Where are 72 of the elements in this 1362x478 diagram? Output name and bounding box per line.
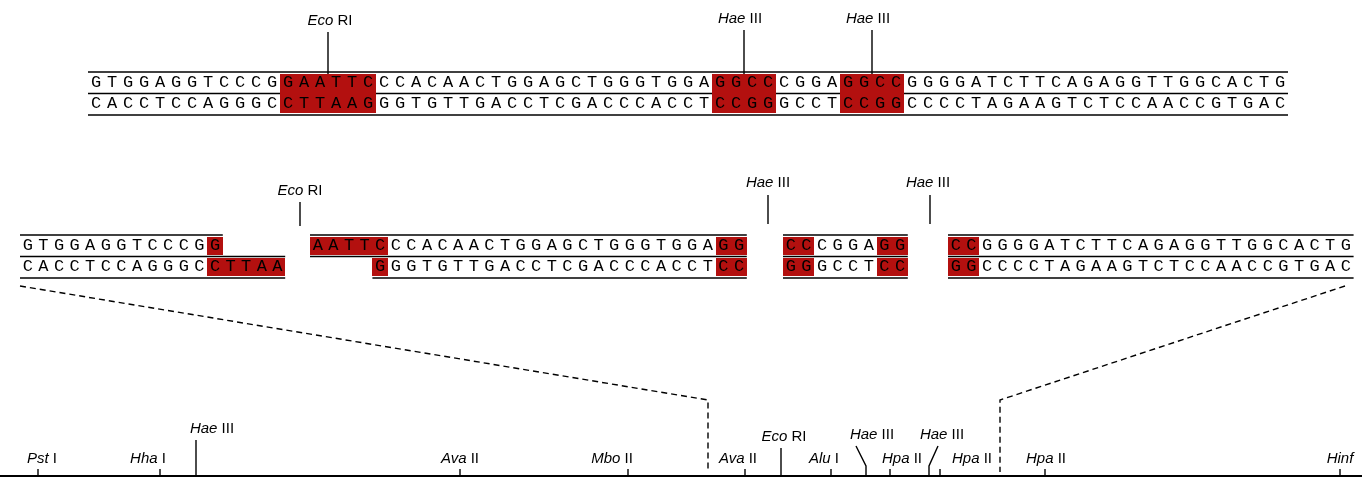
leader-line bbox=[1044, 468, 1046, 476]
enzyme-label: Hha I bbox=[130, 448, 166, 468]
enzyme-label: Hae III bbox=[189, 418, 235, 438]
recognition-site: GG bbox=[715, 237, 747, 255]
enzyme-label: Mbo II bbox=[591, 448, 633, 468]
recognition-site: G bbox=[207, 237, 223, 255]
leader-line bbox=[743, 29, 745, 75]
recognition-site: CC bbox=[715, 258, 747, 276]
leader-line bbox=[37, 468, 39, 476]
enzyme-label: Hae III bbox=[717, 8, 763, 28]
recognition-site: GG bbox=[948, 258, 980, 276]
sequence-text: GGGGATCTTCAGAGGTTGGCACTG bbox=[980, 237, 1354, 255]
sequence-text: CCACAACTGGAGCTGGGTGGA bbox=[377, 74, 712, 92]
leader-line bbox=[299, 201, 301, 227]
dna-map-line bbox=[0, 475, 1362, 477]
sequence-text: GGTGTTGACCTCGACCCACCT bbox=[377, 95, 712, 113]
leader-line bbox=[627, 468, 629, 476]
enzyme-label: Ava II bbox=[440, 448, 480, 468]
leader-line bbox=[1339, 468, 1341, 476]
recognition-site: GGCC CCGG bbox=[712, 74, 776, 113]
enzyme-label: Hae III bbox=[845, 8, 891, 28]
recognition-site: GAATTC CTTAAG bbox=[280, 74, 376, 113]
enzyme-label: Hpa II bbox=[882, 448, 922, 468]
enzyme-label: Hpa II bbox=[952, 448, 992, 468]
sequence-text: CACCTCCAGGGC bbox=[89, 95, 280, 113]
enzyme-label: Hpa II bbox=[1026, 448, 1066, 468]
enzyme-label: Pst I bbox=[27, 448, 57, 468]
recognition-site: G bbox=[372, 258, 388, 276]
leader-line bbox=[855, 445, 867, 476]
sequence-text: CACCTCCAGGGC bbox=[21, 258, 208, 276]
recognition-site: GGCC CCGG bbox=[840, 74, 904, 113]
sequence-text: CGGA bbox=[777, 74, 840, 92]
leader-line bbox=[889, 468, 891, 476]
leader-line bbox=[939, 468, 941, 476]
enzyme-label: Ava II bbox=[718, 448, 758, 468]
sequence-text: CCCCTAGAAGTCTCCAACCGTGAC bbox=[905, 95, 1288, 113]
leader-line bbox=[159, 468, 161, 476]
recognition-site: CTTAA bbox=[207, 258, 286, 276]
sequence-text: GGTGTTGACCTCGACCCACCT bbox=[389, 258, 716, 276]
leader-line bbox=[780, 447, 782, 476]
recognition-site: CC bbox=[876, 258, 908, 276]
enzyme-label: Hae III bbox=[905, 172, 951, 192]
leader-line bbox=[928, 445, 939, 476]
enzyme-label: Hinf bbox=[1326, 448, 1354, 468]
sequence-text: GCCT bbox=[777, 95, 840, 113]
recognition-site: AATTC bbox=[310, 237, 388, 255]
leader-line bbox=[327, 31, 329, 75]
recognition-site: CC bbox=[948, 237, 980, 255]
enzyme-label: Eco RI bbox=[761, 426, 807, 446]
leader-line bbox=[871, 29, 873, 75]
enzyme-label: Hae III bbox=[849, 424, 895, 444]
leader-line bbox=[767, 194, 769, 225]
sequence-text: GTGGAGGTCCCG bbox=[89, 74, 280, 92]
enzyme-label: Hae III bbox=[919, 424, 965, 444]
enzyme-label: Hae III bbox=[745, 172, 791, 192]
recognition-site: GG bbox=[876, 237, 908, 255]
leader-line bbox=[459, 468, 461, 476]
leader-line bbox=[744, 468, 746, 476]
sequence-text: GGGGATCTTCAGAGGTTGGCACTG bbox=[905, 74, 1288, 92]
enzyme-label: Eco RI bbox=[307, 10, 353, 30]
enzyme-label: Alu I bbox=[809, 448, 839, 468]
leader-line bbox=[830, 468, 832, 476]
leader-line bbox=[195, 439, 197, 476]
sequence-text: CGGA bbox=[815, 237, 877, 255]
sequence-text: GCCT bbox=[815, 258, 877, 276]
recognition-site: GG bbox=[783, 258, 815, 276]
sequence-text: CCCCTAGAAGTCTCCAACCGTGAC bbox=[980, 258, 1354, 276]
leader-line bbox=[929, 194, 931, 225]
recognition-site: CC bbox=[783, 237, 815, 255]
sequence-text: GTGGAGGTCCCG bbox=[21, 237, 208, 255]
enzyme-label: Eco RI bbox=[277, 180, 323, 200]
sequence-text: CCACAACTGGAGCTGGGTGGA bbox=[389, 237, 716, 255]
